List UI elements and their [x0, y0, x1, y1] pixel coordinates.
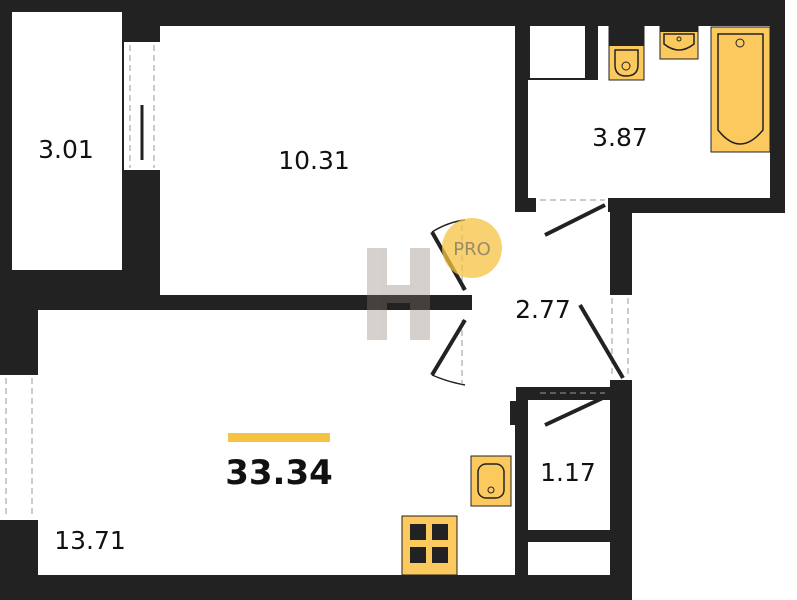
closet-bottom — [528, 542, 610, 575]
stove-icon — [401, 515, 458, 576]
area-bedroom: 10.31 — [278, 146, 350, 175]
window-bedroom — [124, 42, 160, 170]
area-hallway: 2.77 — [515, 295, 571, 324]
closet-top — [530, 26, 585, 78]
watermark-text: PRO — [453, 239, 491, 260]
total-area: 33.34 — [225, 453, 333, 493]
door-bathroom — [536, 198, 608, 237]
area-wc: 1.17 — [540, 458, 596, 487]
door-wc — [540, 392, 606, 427]
window-living — [0, 375, 38, 520]
toilet-icon — [608, 25, 645, 81]
area-storage: 3.01 — [38, 135, 94, 164]
total-area-underline — [228, 433, 330, 442]
door-entrance — [578, 295, 632, 380]
area-bathroom: 3.87 — [592, 123, 648, 152]
watermark-logo — [367, 248, 430, 340]
sink-kitchen-icon — [470, 455, 512, 507]
sink-bathroom-icon — [659, 25, 699, 60]
bathtub-icon — [710, 26, 771, 153]
room-storage — [12, 12, 122, 270]
watermark-pro-badge: PRO — [442, 218, 502, 278]
door-living — [430, 318, 467, 386]
room-wc — [528, 400, 610, 530]
area-living: 13.71 — [54, 526, 126, 555]
passage — [460, 387, 516, 401]
